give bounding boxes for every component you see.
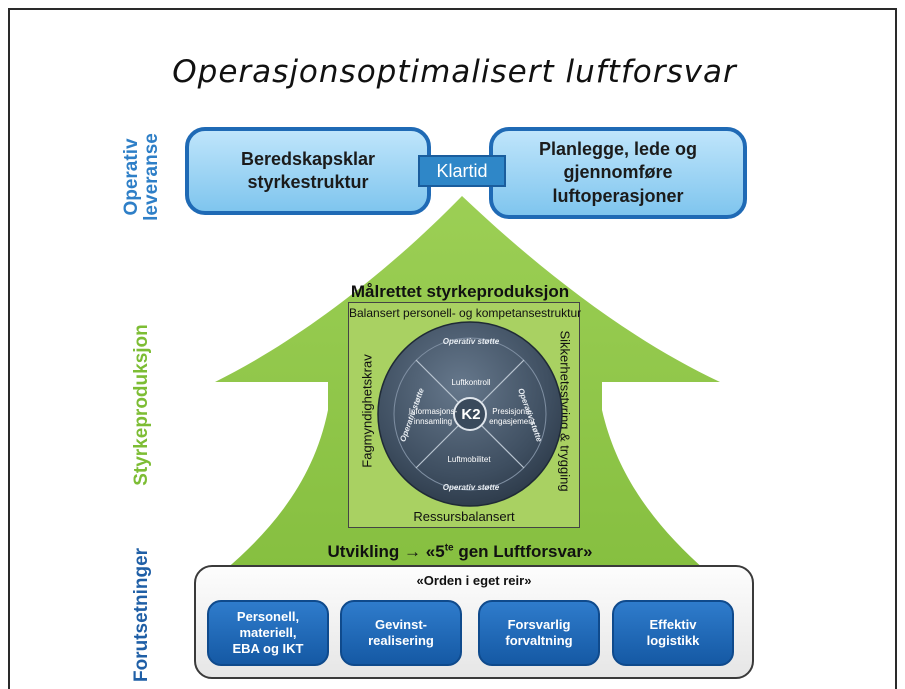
box-right-line-3: luftoperasjoner: [552, 185, 684, 206]
box-forsvarlig-line-1: Forsvarlig: [507, 616, 571, 632]
inner-framework-box: Balansert personell- og kompetansestrukt…: [348, 302, 582, 528]
box-gevinst-line-1: Gevinst-: [374, 616, 427, 632]
wheel-segment-luftkontroll: Luftkontroll: [451, 378, 491, 387]
box-beredskapsklar-styrkestruktur: Beredskapsklar styrkestruktur: [185, 127, 431, 215]
box-gevinstrealisering: Gevinst- realisering: [340, 600, 462, 666]
box-forsvarlig-line-2: forvaltning: [505, 633, 573, 648]
box-personell-materiell: Personell, materiell, EBA og IKT: [207, 600, 329, 666]
klartid-badge: Klartid: [418, 155, 506, 187]
diagram-title: Operasjonsoptimalisert luftforsvar: [172, 54, 737, 90]
wheel-segment-informasjonsinnsamling: Informasjons- innsamling: [405, 407, 461, 426]
box-right-line-1: Planlegge, lede og: [538, 138, 698, 159]
utvikling-end: gen Luftforsvar»: [453, 542, 593, 561]
box-effektiv-line-1: Effektiv: [649, 616, 697, 632]
utvikling-sup: te: [444, 542, 454, 554]
label-balansert-personell: Balansert personell- og kompetansestrukt…: [349, 306, 582, 320]
utvikling-line: Utvikling → «5te gen Luftforsvar»: [310, 542, 610, 562]
wheel-segment-presisjonsengasjement: Presisjons- engasjement: [483, 407, 541, 426]
box-forsvarlig-forvaltning: Forsvarlig forvaltning: [478, 600, 600, 666]
wheel-left-line-1: Informasjons-: [408, 407, 458, 416]
box-left-line-1: Beredskapsklar: [240, 148, 376, 169]
box-left-line-2: styrkestruktur: [247, 172, 369, 192]
k2-wheel: [377, 321, 563, 507]
box-personell-line-1: Personell,: [236, 608, 300, 624]
box-right-line-2: gjennomføre: [563, 162, 673, 183]
box-planlegge-lede: Planlegge, lede og gjennomføre luftopera…: [489, 127, 747, 219]
wheel-ring-top: Operativ støtte: [442, 337, 500, 346]
utvikling-arrow: →: [404, 542, 422, 561]
wheel-right-line-1: Presisjons-: [492, 407, 532, 416]
box-personell-line-3: EBA og IKT: [232, 641, 304, 657]
orden-title: «Orden i eget reir»: [416, 573, 532, 588]
wheel-ring-bottom: Operativ støtte: [442, 483, 500, 492]
box-gevinst-line-2: realisering: [368, 633, 434, 648]
box-personell-line-2: materiell,: [239, 624, 297, 640]
wheel-right-line-2: engasjement: [489, 416, 535, 426]
wheel-left-line-2: innsamling: [413, 416, 453, 426]
malrettet-heading: Målrettet styrkeproduksjon: [350, 282, 570, 301]
box-effektiv-logistikk: Effektiv logistikk: [612, 600, 734, 666]
utvikling-prefix: Utvikling: [327, 542, 405, 561]
box-effektiv-line-2: logistikk: [646, 633, 700, 648]
wheel-center-k2: K2: [461, 406, 481, 423]
wheel-segment-luftmobilitet: Luftmobilitet: [447, 455, 491, 464]
label-ressursbalansert: Ressursbalansert: [413, 509, 515, 524]
utvikling-main: «5: [421, 542, 445, 561]
diagram-frame: Operasjonsoptimalisert luftforsvar Opera…: [8, 8, 897, 689]
